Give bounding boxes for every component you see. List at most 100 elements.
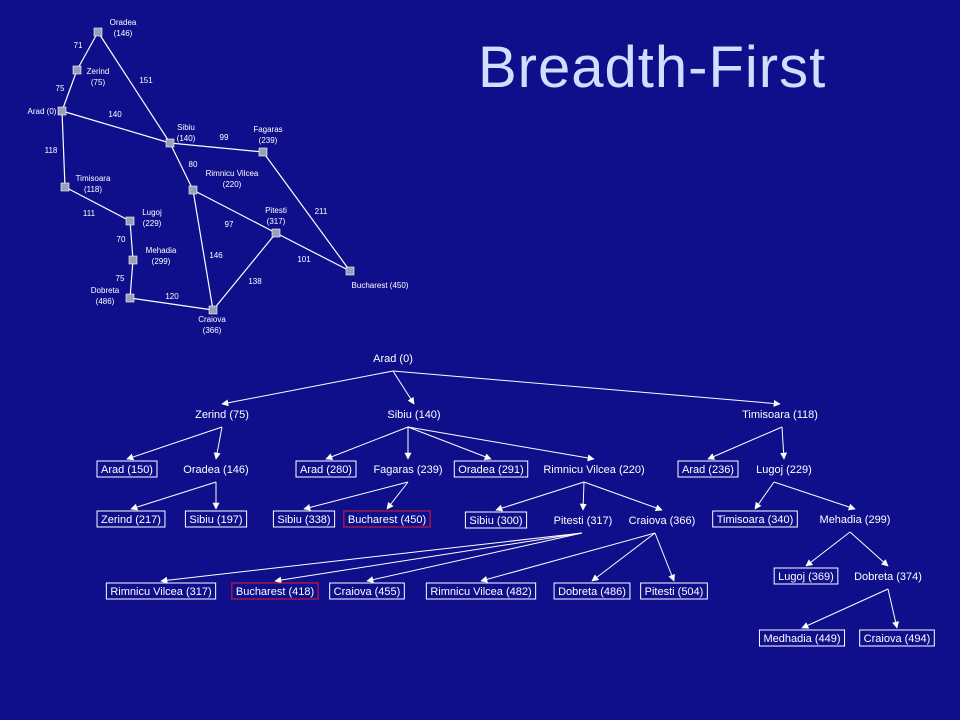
tree-edge <box>126 426 223 461</box>
road-zerind-arad <box>61 69 78 112</box>
tree-node-dob486: Dobreta (486) <box>553 582 631 600</box>
road-fagaras-bucharest <box>262 151 351 272</box>
city-label-oradea: Oradea <box>110 18 137 27</box>
tree-edge <box>805 531 851 567</box>
tree-node-tim340: Timisoara (340) <box>712 510 798 528</box>
city-label-dobreta: Dobreta <box>91 286 120 295</box>
tree-node-rimnicu220: Rimnicu Vilcea (220) <box>543 464 644 476</box>
search-tree: Arad (0)Zerind (75)Sibiu (140)Timisoara … <box>96 353 935 647</box>
tree-node-label: Lugoj (369) <box>778 571 834 583</box>
tree-node-zerind75: Zerind (75) <box>195 409 249 421</box>
tree-edge <box>480 532 656 583</box>
tree-node-label: Sibiu (197) <box>189 514 242 526</box>
expanded-node-box <box>329 582 405 600</box>
tree-edge <box>366 532 583 584</box>
tree-node-lugoj369: Lugoj (369) <box>773 567 839 585</box>
tree-node-label: Mehadia (299) <box>820 514 891 526</box>
tree-node-label: Arad (236) <box>682 464 734 476</box>
city-label-bucharest: Bucharest (450) <box>352 281 409 290</box>
tree-node-label: Zerind (75) <box>195 409 249 421</box>
city-marker-arad <box>57 106 67 116</box>
expanded-node-box <box>859 629 935 647</box>
tree-node-label: Rimnicu Vilcea (482) <box>430 586 531 598</box>
road-distance-label: 118 <box>45 146 58 155</box>
city-marker-lugoj <box>125 216 135 226</box>
romania-map: 7175151140118998021111197146707510113812… <box>28 18 409 335</box>
city-marker-sibiu <box>165 138 175 148</box>
city-marker-zerind <box>72 65 82 75</box>
tree-node-label: Medhadia (449) <box>763 633 840 645</box>
city-label-craiova: (366) <box>203 326 222 335</box>
road-distance-label: 80 <box>189 160 198 169</box>
expanded-node-box <box>184 510 248 528</box>
tree-edge <box>213 426 223 460</box>
city-label-zerind: Zerind <box>87 67 110 76</box>
tree-edge <box>887 588 899 629</box>
city-marker-timisoara <box>60 182 70 192</box>
slide-title: Breadth-First <box>478 35 827 100</box>
tree-node-label: Craiova (494) <box>864 633 931 645</box>
tree-node-craiova494: Craiova (494) <box>859 629 935 647</box>
tree-node-medh449: Medhadia (449) <box>758 629 846 647</box>
goal-node-box <box>343 510 431 528</box>
tree-node-label: Craiova (366) <box>629 515 696 527</box>
city-label-rimnicu: (220) <box>223 180 242 189</box>
tree-node-label: Bucharest (418) <box>236 586 314 598</box>
road-distance-label: 75 <box>56 84 65 93</box>
tree-node-label: Sibiu (140) <box>387 409 440 421</box>
city-label-lugoj: (229) <box>143 219 162 228</box>
road-pitesti-craiova <box>212 232 277 311</box>
city-marker-rimnicu <box>188 185 198 195</box>
city-label-pitesti: Pitesti <box>265 206 287 215</box>
expanded-node-box <box>640 582 708 600</box>
road-distance-label: 151 <box>139 76 153 85</box>
tree-node-label: Bucharest (450) <box>348 514 426 526</box>
tree-node-sibiu140: Sibiu (140) <box>387 409 440 421</box>
tree-node-label: Dobreta (486) <box>558 586 626 598</box>
search-tree-nodes: Arad (0)Zerind (75)Sibiu (140)Timisoara … <box>96 353 935 647</box>
expanded-node-box <box>425 582 537 600</box>
tree-edge <box>130 481 217 511</box>
tree-node-mehadia299: Mehadia (299) <box>820 514 891 526</box>
expanded-node-box <box>96 510 166 528</box>
tree-node-craiova455: Craiova (455) <box>329 582 405 600</box>
tree-edge <box>274 532 583 584</box>
road-distance-label: 120 <box>165 292 179 301</box>
expanded-node-box <box>758 629 846 647</box>
tree-node-label: Lugoj (229) <box>756 464 812 476</box>
road-pitesti-bucharest <box>275 232 351 272</box>
tree-node-craiova366: Craiova (366) <box>629 515 696 527</box>
tree-node-label: Rimnicu Vilcea (220) <box>543 464 644 476</box>
tree-edge <box>303 481 409 511</box>
tree-edge <box>407 426 492 460</box>
tree-edge <box>221 370 394 407</box>
road-dobreta-craiova <box>129 297 214 311</box>
city-label-sibiu: Sibiu <box>177 123 195 132</box>
expanded-node-box <box>712 510 798 528</box>
tree-node-label: Pitesti (504) <box>645 586 704 598</box>
city-label-oradea: (146) <box>114 29 133 38</box>
city-label-zerind: (75) <box>91 78 106 87</box>
tree-edge <box>392 370 415 405</box>
road-oradea-sibiu <box>97 31 171 144</box>
tree-edge <box>707 426 783 460</box>
city-label-craiova: Craiova <box>198 315 226 324</box>
tree-node-label: Craiova (455) <box>334 586 401 598</box>
road-rimnicu-craiova <box>192 189 214 311</box>
tree-edge <box>579 481 587 511</box>
tree-edge <box>773 481 856 511</box>
tree-node-rim482: Rimnicu Vilcea (482) <box>425 582 537 600</box>
road-arad-sibiu <box>61 110 171 144</box>
tree-edge <box>325 426 409 460</box>
tree-edge <box>407 426 595 462</box>
road-distance-label: 101 <box>297 255 311 264</box>
tree-node-label: Dobreta (374) <box>854 571 922 583</box>
tree-edge <box>780 426 788 460</box>
expanded-node-box <box>96 460 158 478</box>
tree-node-oradea291: Oradea (291) <box>453 460 529 478</box>
search-tree-edges <box>126 370 899 629</box>
city-label-rimnicu: Rimnicu Vilcea <box>206 169 259 178</box>
tree-node-sibiu197: Sibiu (197) <box>184 510 248 528</box>
road-arad-timisoara <box>61 110 66 188</box>
road-distance-label: 70 <box>117 235 126 244</box>
